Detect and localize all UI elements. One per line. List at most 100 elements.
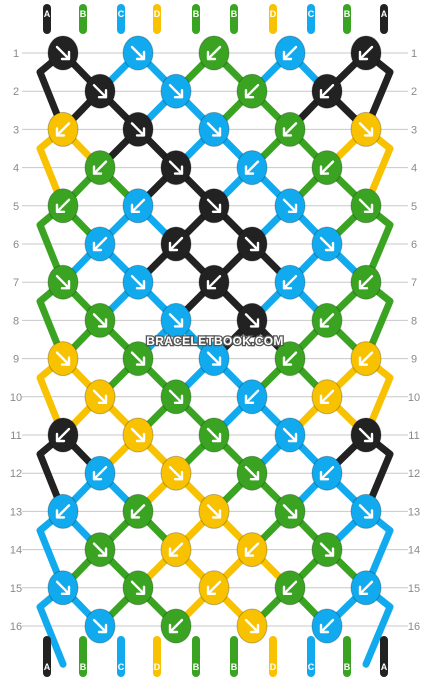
knot (198, 341, 230, 377)
knot (198, 264, 230, 300)
arrow-down-left-icon (282, 580, 298, 595)
watermark: BRACELETBOOK.COM (146, 334, 283, 348)
knot (236, 226, 268, 262)
arrow-down-left-icon (130, 198, 146, 214)
row-number-right: 16 (408, 621, 420, 633)
arrow-down-right-icon (244, 313, 260, 328)
knot (236, 455, 268, 491)
arrow-down-right-icon (130, 580, 146, 595)
bottom-strand-label: C (118, 662, 125, 672)
arrow-down-left-icon (55, 198, 71, 214)
arrow-down-right-icon (168, 160, 184, 175)
arrow-down-right-icon (282, 504, 298, 519)
knot (160, 532, 192, 568)
arrow-down-right-icon (92, 83, 108, 99)
row-labels: 1234567891011121314151612345678910111213… (10, 48, 420, 633)
knot (160, 73, 192, 109)
knot (274, 493, 306, 529)
arrow-down-right-icon (130, 427, 146, 443)
arrow-down-right-icon (168, 466, 184, 481)
knot (198, 417, 230, 453)
knot (47, 35, 79, 71)
arrow-down-right-icon (206, 351, 222, 366)
arrow-down-right-icon (244, 466, 260, 481)
knot (311, 150, 343, 186)
knot (274, 570, 306, 606)
arrow-down-left-icon (244, 389, 260, 404)
knot (84, 73, 116, 109)
knot (350, 264, 382, 300)
bottom-strand-label: B (193, 662, 200, 672)
knot (350, 417, 382, 453)
arrow-down-right-icon (168, 83, 184, 99)
arrow-down-left-icon (206, 275, 222, 290)
arrow-down-right-icon (130, 275, 146, 290)
bottom-strand-label: B (231, 662, 238, 672)
knot (84, 150, 116, 186)
arrow-down-right-icon (92, 389, 108, 404)
row-number-left: 5 (13, 201, 19, 213)
knot (122, 264, 154, 300)
arrow-down-right-icon (244, 236, 260, 252)
row-number-left: 8 (13, 315, 19, 327)
knot (311, 379, 343, 415)
arrow-down-left-icon (282, 122, 298, 137)
knot (84, 455, 116, 491)
arrow-down-right-icon (244, 618, 260, 634)
top-strand-label: B (344, 9, 351, 19)
knot (122, 188, 154, 224)
knot (122, 417, 154, 453)
arrow-down-right-icon (206, 198, 222, 214)
row-number-left: 13 (10, 506, 22, 518)
knot (236, 379, 268, 415)
bottom-strand-label: B (80, 662, 87, 672)
bottom-strand-label: B (344, 662, 351, 672)
row-number-left: 9 (13, 354, 19, 366)
knot (350, 188, 382, 224)
knot (274, 341, 306, 377)
arrow-down-left-icon (244, 160, 260, 175)
top-strand-label: C (118, 9, 125, 19)
arrow-down-left-icon (319, 313, 335, 328)
knot (274, 417, 306, 453)
knot (160, 226, 192, 262)
arrow-down-right-icon (206, 122, 222, 137)
knot (47, 493, 79, 529)
arrow-down-right-icon (282, 427, 298, 443)
row-number-left: 3 (13, 124, 19, 136)
row-number-right: 5 (411, 201, 417, 213)
knot (236, 150, 268, 186)
arrow-down-left-icon (282, 351, 298, 366)
knot (47, 264, 79, 300)
top-strand-label: D (270, 9, 277, 19)
arrow-down-right-icon (55, 580, 71, 595)
top-strand-label: D (154, 9, 161, 19)
top-strand-label: B (231, 9, 238, 19)
knot (311, 73, 343, 109)
knot (274, 264, 306, 300)
knot (47, 111, 79, 147)
row-number-left: 4 (13, 163, 19, 175)
arrow-down-left-icon (282, 275, 298, 290)
knot (47, 570, 79, 606)
row-number-right: 2 (411, 86, 417, 98)
arrow-down-left-icon (358, 275, 374, 290)
knot (236, 532, 268, 568)
row-number-right: 10 (408, 392, 420, 404)
knot (198, 35, 230, 71)
arrow-down-right-icon (206, 504, 222, 519)
arrow-down-left-icon (319, 389, 335, 404)
knot (198, 493, 230, 529)
arrow-down-right-icon (206, 427, 222, 443)
knot (198, 570, 230, 606)
arrow-down-right-icon (358, 198, 374, 214)
arrow-down-left-icon (168, 542, 184, 557)
arrow-down-left-icon (55, 504, 71, 519)
arrow-down-left-icon (319, 160, 335, 175)
knot (47, 188, 79, 224)
arrow-down-right-icon (319, 236, 335, 252)
row-number-right: 1 (411, 48, 417, 60)
knot (84, 379, 116, 415)
